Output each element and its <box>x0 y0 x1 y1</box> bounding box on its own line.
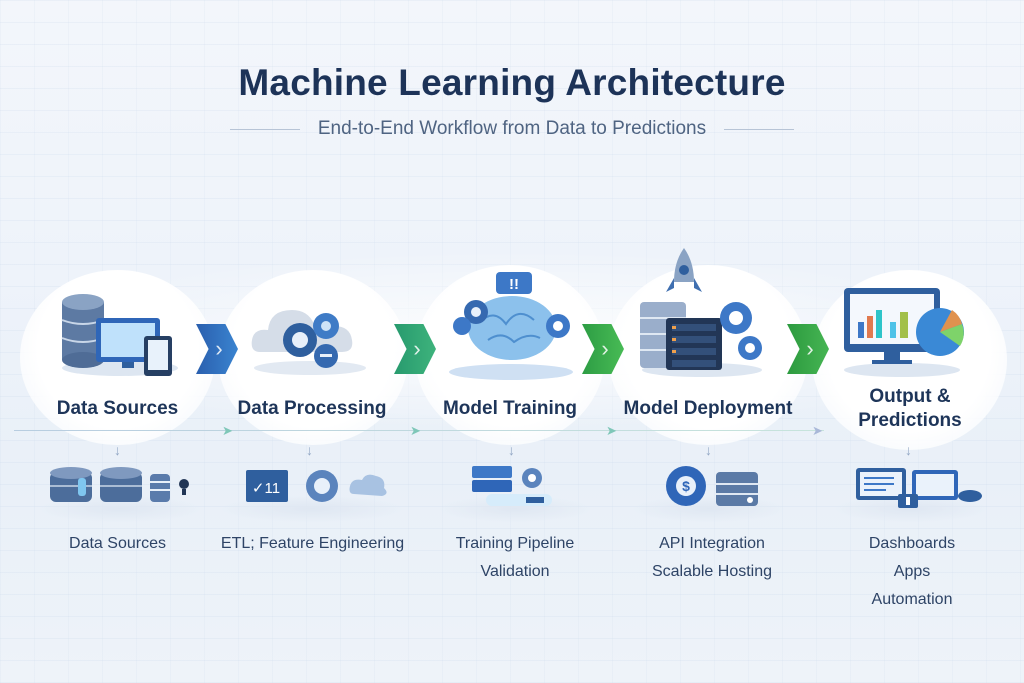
page-title: Machine Learning Architecture <box>238 62 786 103</box>
cloud-gears-icon <box>251 310 366 375</box>
stage-label-data-processing: Data Processing <box>237 398 387 419</box>
stage-bubble-data-processing <box>218 270 408 445</box>
down-arrow-5: ↓ <box>905 442 912 458</box>
svg-text:$: $ <box>682 478 690 494</box>
output-detail-icons <box>856 468 982 508</box>
detail-text-validation: Validation <box>480 563 550 580</box>
stage-label-model-deployment: Model Deployment <box>623 398 793 419</box>
detail-text-dashboards: Dashboards <box>868 535 956 552</box>
detail-text-training-pipeline: Training Pipeline <box>455 535 575 552</box>
rocket-server-gears-icon <box>640 248 762 377</box>
detail-text-apps: Apps <box>893 563 931 580</box>
detail-text-automation: Automation <box>871 591 953 608</box>
down-arrow-1: ↓ <box>114 442 121 458</box>
down-arrow-3: ↓ <box>508 442 515 458</box>
divider-right <box>724 128 795 130</box>
page-subtitle: End-to-End Workflow from Data to Predict… <box>317 118 707 139</box>
down-arrow-4: ↓ <box>705 442 712 458</box>
stage-label-output-line1: Output & <box>869 386 951 407</box>
deployment-detail-icons: $ <box>666 466 758 506</box>
monitor-charts-icon <box>844 288 964 377</box>
flow-arrow-3: ➤ <box>606 423 617 438</box>
data-sources-detail-icons <box>50 467 189 502</box>
down-arrow-2: ↓ <box>306 442 313 458</box>
subtitle-row: End-to-End Workflow from Data to Predict… <box>0 118 1024 140</box>
stage-label-data-sources: Data Sources <box>56 398 179 419</box>
etl-detail-icons: ✓11 <box>246 470 387 502</box>
detail-text-api-integration: API Integration <box>659 535 765 552</box>
flow-line <box>14 430 824 431</box>
stage-label-output-line2: Predictions <box>858 410 962 431</box>
svg-text:!!: !! <box>509 276 519 293</box>
brain-gears-icon: !! <box>449 272 573 380</box>
database-monitor-tablet-icon <box>61 294 178 376</box>
divider-left <box>229 128 300 130</box>
svg-text:✓11: ✓11 <box>252 480 280 497</box>
training-detail-icons <box>472 466 552 506</box>
flow-arrow-1: ➤ <box>222 423 233 438</box>
stage-label-model-training: Model Training <box>442 398 578 419</box>
detail-text-scalable-hosting: Scalable Hosting <box>651 563 773 580</box>
flow-arrow-4: ➤ <box>812 423 823 438</box>
flow-arrow-2: ➤ <box>410 423 421 438</box>
detail-plate-4 <box>634 496 784 522</box>
detail-text-data-sources: Data Sources <box>69 535 166 552</box>
detail-text-etl: ETL; Feature Engineering <box>220 535 405 552</box>
